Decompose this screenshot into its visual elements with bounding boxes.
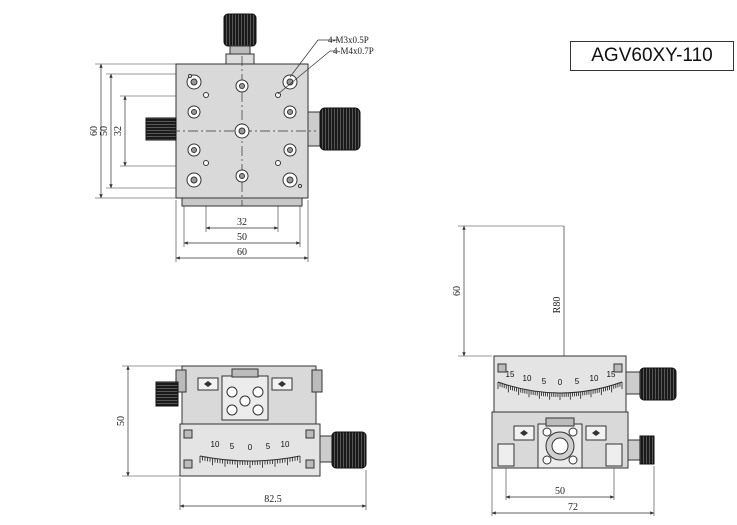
top-holes [186,74,302,188]
side-scale-label: 10 [590,374,599,383]
dim-top-height-50: 50 [99,126,110,136]
side-scale-label: 15 [506,370,515,379]
top-view: 4-M3x0.5P 4-M4x0.7P 60 50 32 32 50 60 [89,13,374,262]
front-scale-label: 10 [281,440,290,449]
dim-top-width-60: 60 [237,247,247,258]
front-left-knob [155,381,179,407]
dim-top-width-50: 50 [237,232,247,243]
front-scale-label: 0 [248,443,253,452]
front-scale-label: 5 [230,442,235,451]
front-scale-ticks [199,456,301,468]
callout-m3: 4-M3x0.5P [328,35,369,45]
callout-m4: 4-M4x0.7P [333,46,374,56]
side-scale-label: 15 [607,370,616,379]
side-scale-label: 5 [542,377,547,386]
side-scale-label: 10 [523,374,532,383]
dim-side-radius-80: R80 [552,297,563,314]
side-right-knob [639,367,677,401]
front-scale-label: 10 [211,440,220,449]
dim-side-height-60: 60 [452,286,463,296]
dim-top-height-60: 60 [89,126,100,136]
front-right-knob [331,431,367,469]
side-scale-label: 0 [558,378,563,387]
left-knob [145,117,177,141]
side-view: 60 R80 15 10 5 0 5 10 15 [452,225,677,516]
dim-side-width-50: 50 [555,486,565,497]
front-view: 10 5 0 5 10 50 82.5 [116,365,367,510]
dim-top-width-32: 32 [237,217,247,228]
side-scale-label: 5 [575,377,580,386]
side-lower-knob [639,435,655,465]
dim-top-height-32: 32 [113,126,124,136]
dim-front-height-50: 50 [116,416,127,426]
dim-front-width-82-5: 82.5 [264,494,282,505]
right-knob [319,107,361,151]
top-knob [223,13,257,47]
front-scale-label: 5 [266,442,271,451]
side-scale-ticks [497,382,623,400]
dim-side-width-72: 72 [568,502,578,513]
part-number-box: AGV60XY-110 [570,41,734,71]
